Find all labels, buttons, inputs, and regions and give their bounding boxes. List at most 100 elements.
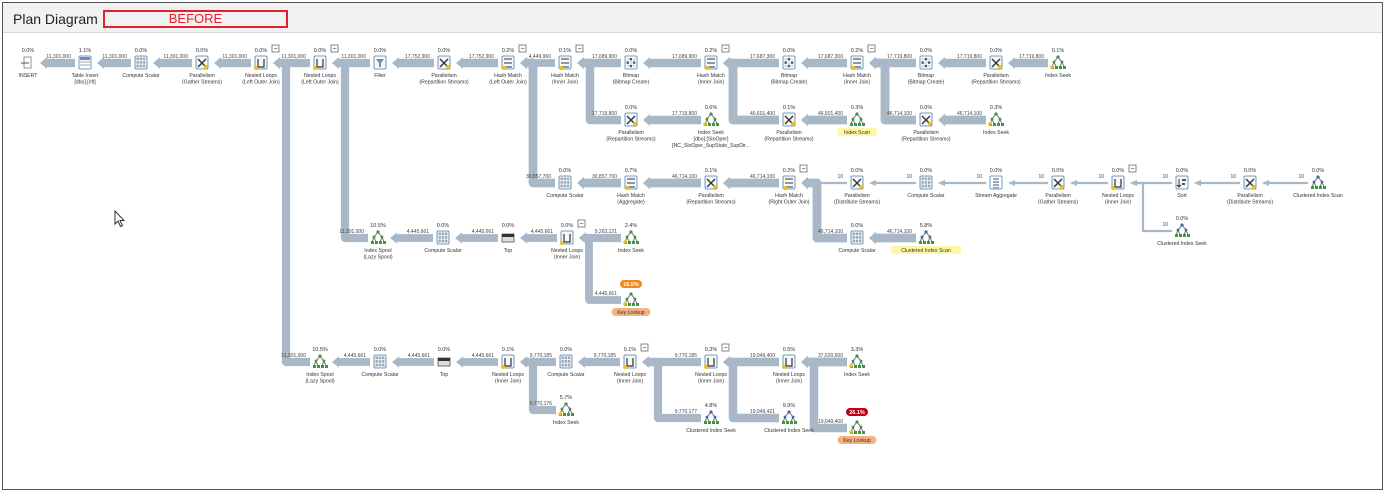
plan-node-par_rep2[interactable]: 0.0%Parallelism(Repartition Streams) bbox=[971, 48, 1021, 86]
plan-node-nl_ij_top[interactable]: 0.0%Nested Loops(Inner Join)− bbox=[1102, 164, 1137, 206]
plan-node-is2[interactable]: 0.3%Index Seek bbox=[983, 105, 1009, 136]
plan-node-nl_loj1[interactable]: 0.0%Nested Loops(Left Outer Join)− bbox=[242, 44, 280, 86]
plan-node-is1[interactable]: 0.1%Index Seek bbox=[1045, 48, 1071, 79]
plan-node-nl_loj2[interactable]: 0.0%Nested Loops(Left Outer Join)− bbox=[301, 44, 339, 86]
plan-edge[interactable]: 9,770,177 bbox=[642, 356, 701, 423]
plan-edge[interactable]: 9,770,176 bbox=[520, 356, 556, 415]
plan-node-cis[interactable]: 0.0%Clustered Index Scan bbox=[1293, 168, 1343, 199]
plan-node-cs6[interactable]: 0.0%Compute Scalar bbox=[361, 347, 398, 378]
plan-edge[interactable]: 17,719,800 bbox=[643, 111, 701, 127]
collapse-toggle[interactable]: − bbox=[1128, 164, 1137, 173]
plan-edge[interactable]: 9,770,185 bbox=[578, 353, 620, 368]
plan-node-nl_ij2[interactable]: 0.1%Nested Loops(Inner Join) bbox=[492, 347, 524, 385]
plan-edge[interactable]: 46,601,400 bbox=[801, 111, 847, 127]
plan-edge[interactable]: 11,301,000 bbox=[273, 57, 310, 367]
plan-node-cis_hl[interactable]: 5.8%Clustered Index Scan bbox=[891, 223, 961, 254]
plan-node-cs7[interactable]: 0.0%Compute Scalar bbox=[547, 347, 584, 378]
plan-node-par_dist1[interactable]: 0.0%Parallelism(Distribute Streams) bbox=[834, 168, 880, 206]
plan-edge[interactable]: 46,714,100 bbox=[723, 174, 779, 190]
plan-node-is4[interactable]: 3.3%Index Seek bbox=[844, 347, 870, 378]
plan-node-nl_ij3[interactable]: 0.1%Nested Loops(Inner Join)− bbox=[614, 343, 649, 385]
plan-node-nl_ij5[interactable]: 0.5%Nested Loops(Inner Join) bbox=[773, 347, 805, 385]
plan-node-par_rep4[interactable]: 0.1%Parallelism(Repartition Streams) bbox=[764, 105, 814, 143]
plan-node-top1[interactable]: 0.0%Top bbox=[501, 223, 515, 254]
plan-node-hm_ij1[interactable]: 0.1%Hash Match(Inner Join)− bbox=[551, 44, 584, 86]
plan-node-is_slo[interactable]: 0.6%Index Seek[dbo].[SloOper][NC_SloOper… bbox=[672, 105, 750, 149]
plan-node-par_rep5[interactable]: 0.0%Parallelism(Repartition Streams) bbox=[901, 105, 951, 143]
plan-node-bm3[interactable]: 0.0%Bitmap(Bitmap Create) bbox=[908, 48, 945, 86]
plan-node-par_rep1[interactable]: 0.0%Parallelism(Repartition Streams) bbox=[419, 48, 469, 86]
plan-node-table_insert[interactable]: 1.1%Table Insert[dbo].[#lt] bbox=[72, 48, 99, 86]
plan-edge[interactable]: 10 bbox=[938, 174, 986, 186]
plan-node-hm_loj[interactable]: 0.2%Hash Match(Left Outer Join)− bbox=[489, 44, 527, 86]
plan-node-insert[interactable]: 0.0%INSERT bbox=[19, 48, 39, 79]
collapse-toggle[interactable]: − bbox=[799, 164, 808, 173]
plan-node-par_rep6[interactable]: 0.1%Parallelism(Repartition Streams) bbox=[686, 168, 736, 206]
plan-node-bm1[interactable]: 0.0%Bitmap(Bitmap Create) bbox=[613, 48, 650, 86]
plan-node-cisk1[interactable]: 0.0%Clustered Index Seek bbox=[1157, 216, 1207, 247]
plan-edge[interactable]: 46,601,400 bbox=[723, 56, 779, 125]
plan-edge[interactable]: 4,445,661 bbox=[456, 353, 498, 368]
plan-edge[interactable]: 17,719,800 bbox=[1008, 54, 1048, 70]
collapse-toggle[interactable]: − bbox=[721, 44, 730, 53]
plan-edge[interactable]: 10 bbox=[1130, 180, 1172, 233]
plan-node-cisk3[interactable]: 9.9%Clustered Index Seek bbox=[764, 403, 814, 434]
plan-node-cs1[interactable]: 0.0%Compute Scalar bbox=[122, 48, 159, 79]
plan-edge[interactable]: 46,714,100 bbox=[869, 229, 916, 245]
plan-node-hm_agg[interactable]: 0.7%Hash Match(Aggregate) bbox=[617, 168, 645, 206]
plan-edge[interactable]: 17,689,900 bbox=[643, 54, 701, 70]
collapse-toggle[interactable]: − bbox=[577, 219, 586, 228]
plan-node-par_gather2[interactable]: 0.0%Parallelism(Gather Streams) bbox=[1038, 168, 1078, 206]
plan-edge[interactable]: 17,719,800 bbox=[577, 56, 621, 125]
plan-node-hm_ij2[interactable]: 0.2%Hash Match(Inner Join)− bbox=[697, 44, 730, 86]
plan-node-is5[interactable]: 5.7%Index Seek bbox=[553, 395, 579, 426]
plan-edge[interactable]: 17,687,300 bbox=[801, 54, 847, 70]
plan-edge[interactable]: 4,445,661 bbox=[455, 229, 498, 244]
collapse-toggle[interactable]: − bbox=[575, 44, 584, 53]
plan-node-spool2[interactable]: 10.5%Index Spool(Lazy Spool) bbox=[305, 347, 334, 385]
plan-node-nl_ij1[interactable]: 0.0%Nested Loops(Inner Join)− bbox=[551, 219, 586, 261]
plan-edge[interactable]: 4,445,661 bbox=[390, 229, 433, 244]
plan-edge[interactable]: 4,445,661 bbox=[579, 232, 621, 304]
plan-node-top2[interactable]: 0.0%Top bbox=[437, 347, 451, 378]
plan-edge[interactable]: 4,445,661 bbox=[392, 353, 434, 368]
plan-edge[interactable]: 46,714,100 bbox=[938, 111, 986, 127]
plan-edge[interactable]: 17,752,900 bbox=[456, 54, 498, 70]
plan-node-kl2[interactable]: 26.1%Key Lookup bbox=[837, 408, 877, 444]
plan-node-nl_ij4[interactable]: 0.3%Nested Loops(Inner Join)− bbox=[695, 343, 730, 385]
plan-node-is3[interactable]: 2.4%Index Seek bbox=[618, 223, 644, 254]
plan-node-par_rep3[interactable]: 0.0%Parallelism(Repartition Streams) bbox=[606, 105, 656, 143]
plan-edge[interactable]: 17,752,900 bbox=[392, 54, 434, 70]
plan-edge[interactable]: 10 bbox=[1262, 174, 1308, 186]
plan-node-cisk2[interactable]: 4.8%Clustered Index Seek bbox=[686, 403, 736, 434]
plan-node-cs2[interactable]: 0.0%Compute Scalar bbox=[546, 168, 583, 199]
plan-edge[interactable]: 19,049,400 bbox=[801, 355, 847, 433]
plan-edge[interactable]: 4,445,661 bbox=[520, 229, 557, 244]
plan-edge[interactable]: 11,301,000 bbox=[97, 54, 131, 69]
plan-node-par_gather1[interactable]: 0.0%Parallelism(Gather Streams) bbox=[182, 48, 222, 86]
plan-node-spool1[interactable]: 10.5%Index Spool(Lazy Spool) bbox=[363, 223, 392, 261]
plan-edge[interactable]: 19,049,421 bbox=[723, 355, 779, 423]
plan-edge[interactable]: 30,857,700 bbox=[520, 56, 555, 188]
plan-edge[interactable]: 11,301,000 bbox=[153, 54, 192, 69]
plan-node-par_dist2[interactable]: 0.0%Parallelism(Distribute Streams) bbox=[1227, 168, 1273, 206]
plan-node-sort[interactable]: 0.0%Sort bbox=[1175, 168, 1189, 199]
plan-node-hm_roj[interactable]: 0.2%Hash Match(Right Outer Join)− bbox=[769, 164, 810, 206]
plan-edge[interactable]: 46,714,100 bbox=[869, 56, 916, 125]
plan-edge[interactable]: 10 bbox=[1194, 174, 1240, 186]
plan-node-iscan[interactable]: 0.3%Index Scan bbox=[837, 105, 877, 136]
plan-edge[interactable]: 11,301,000 bbox=[332, 57, 368, 243]
plan-edge[interactable]: 17,719,800 bbox=[938, 54, 986, 70]
plan-node-kl1[interactable]: 16.5%Key Lookup bbox=[611, 280, 651, 316]
plan-edge[interactable]: 11,301,000 bbox=[214, 54, 251, 69]
plan-node-cs5[interactable]: 0.0%Compute Scalar bbox=[424, 223, 461, 254]
plan-node-bm2[interactable]: 0.0%Bitmap(Bitmap Create) bbox=[771, 48, 808, 86]
plan-edge[interactable]: 10 bbox=[869, 174, 916, 186]
collapse-toggle[interactable]: − bbox=[518, 44, 527, 53]
plan-node-cs4[interactable]: 0.0%Compute Scalar bbox=[838, 223, 875, 254]
plan-edge[interactable]: 30,857,700 bbox=[577, 174, 621, 190]
collapse-toggle[interactable]: − bbox=[271, 44, 280, 53]
collapse-toggle[interactable]: − bbox=[330, 44, 339, 53]
plan-node-stream_agg[interactable]: 0.0%Stream Aggregate bbox=[975, 168, 1017, 199]
